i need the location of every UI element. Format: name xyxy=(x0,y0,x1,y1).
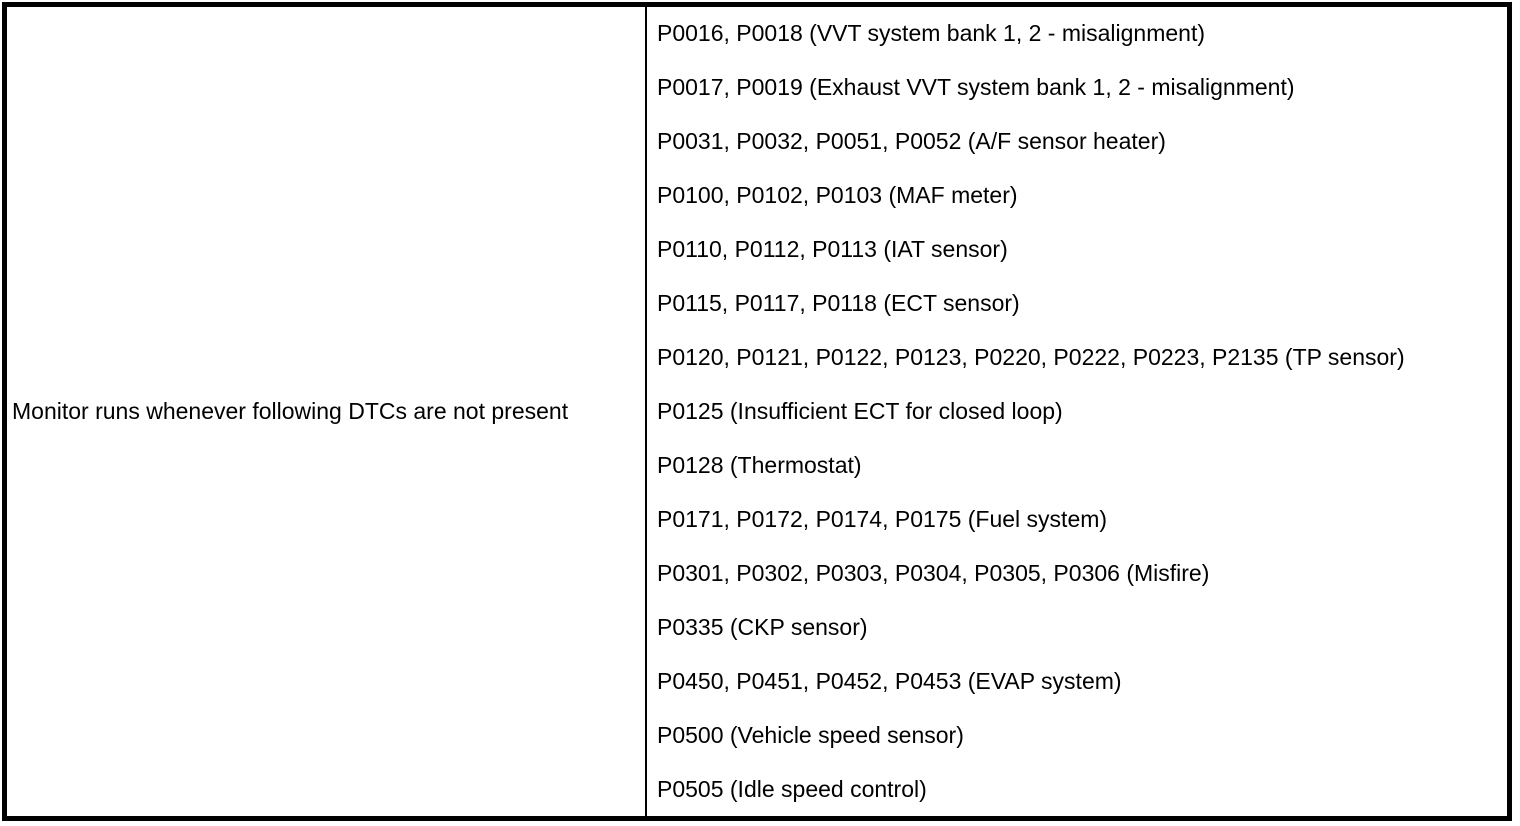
column-divider xyxy=(645,7,647,816)
dtc-line: P0500 (Vehicle speed sensor) xyxy=(657,721,964,748)
dtc-line: P0115, P0117, P0118 (ECT sensor) xyxy=(657,290,1020,317)
dtc-line: P0125 (Insufficient ECT for closed loop) xyxy=(657,398,1063,425)
dtc-line: P0301, P0302, P0303, P0304, P0305, P0306… xyxy=(657,559,1210,586)
dtc-line: P0017, P0019 (Exhaust VVT system bank 1,… xyxy=(657,74,1295,101)
dtc-line: P0335 (CKP sensor) xyxy=(657,613,868,640)
dtc-line: P0128 (Thermostat) xyxy=(657,451,862,478)
monitor-condition-text: Monitor runs whenever following DTCs are… xyxy=(12,398,569,425)
dtc-line: P0450, P0451, P0452, P0453 (EVAP system) xyxy=(657,667,1122,694)
monitor-condition-cell: Monitor runs whenever following DTCs are… xyxy=(7,7,645,816)
dtc-line: P0031, P0032, P0051, P0052 (A/F sensor h… xyxy=(657,128,1166,155)
dtc-list-cell: P0016, P0018 (VVT system bank 1, 2 - mis… xyxy=(647,7,1507,816)
dtc-line: P0110, P0112, P0113 (IAT sensor) xyxy=(657,236,1008,263)
dtc-line: P0016, P0018 (VVT system bank 1, 2 - mis… xyxy=(657,20,1206,47)
dtc-line: P0171, P0172, P0174, P0175 (Fuel system) xyxy=(657,505,1108,532)
dtc-line: P0505 (Idle speed control) xyxy=(657,775,927,802)
dtc-line: P0120, P0121, P0122, P0123, P0220, P0222… xyxy=(657,344,1405,371)
dtc-line: P0100, P0102, P0103 (MAF meter) xyxy=(657,182,1018,209)
